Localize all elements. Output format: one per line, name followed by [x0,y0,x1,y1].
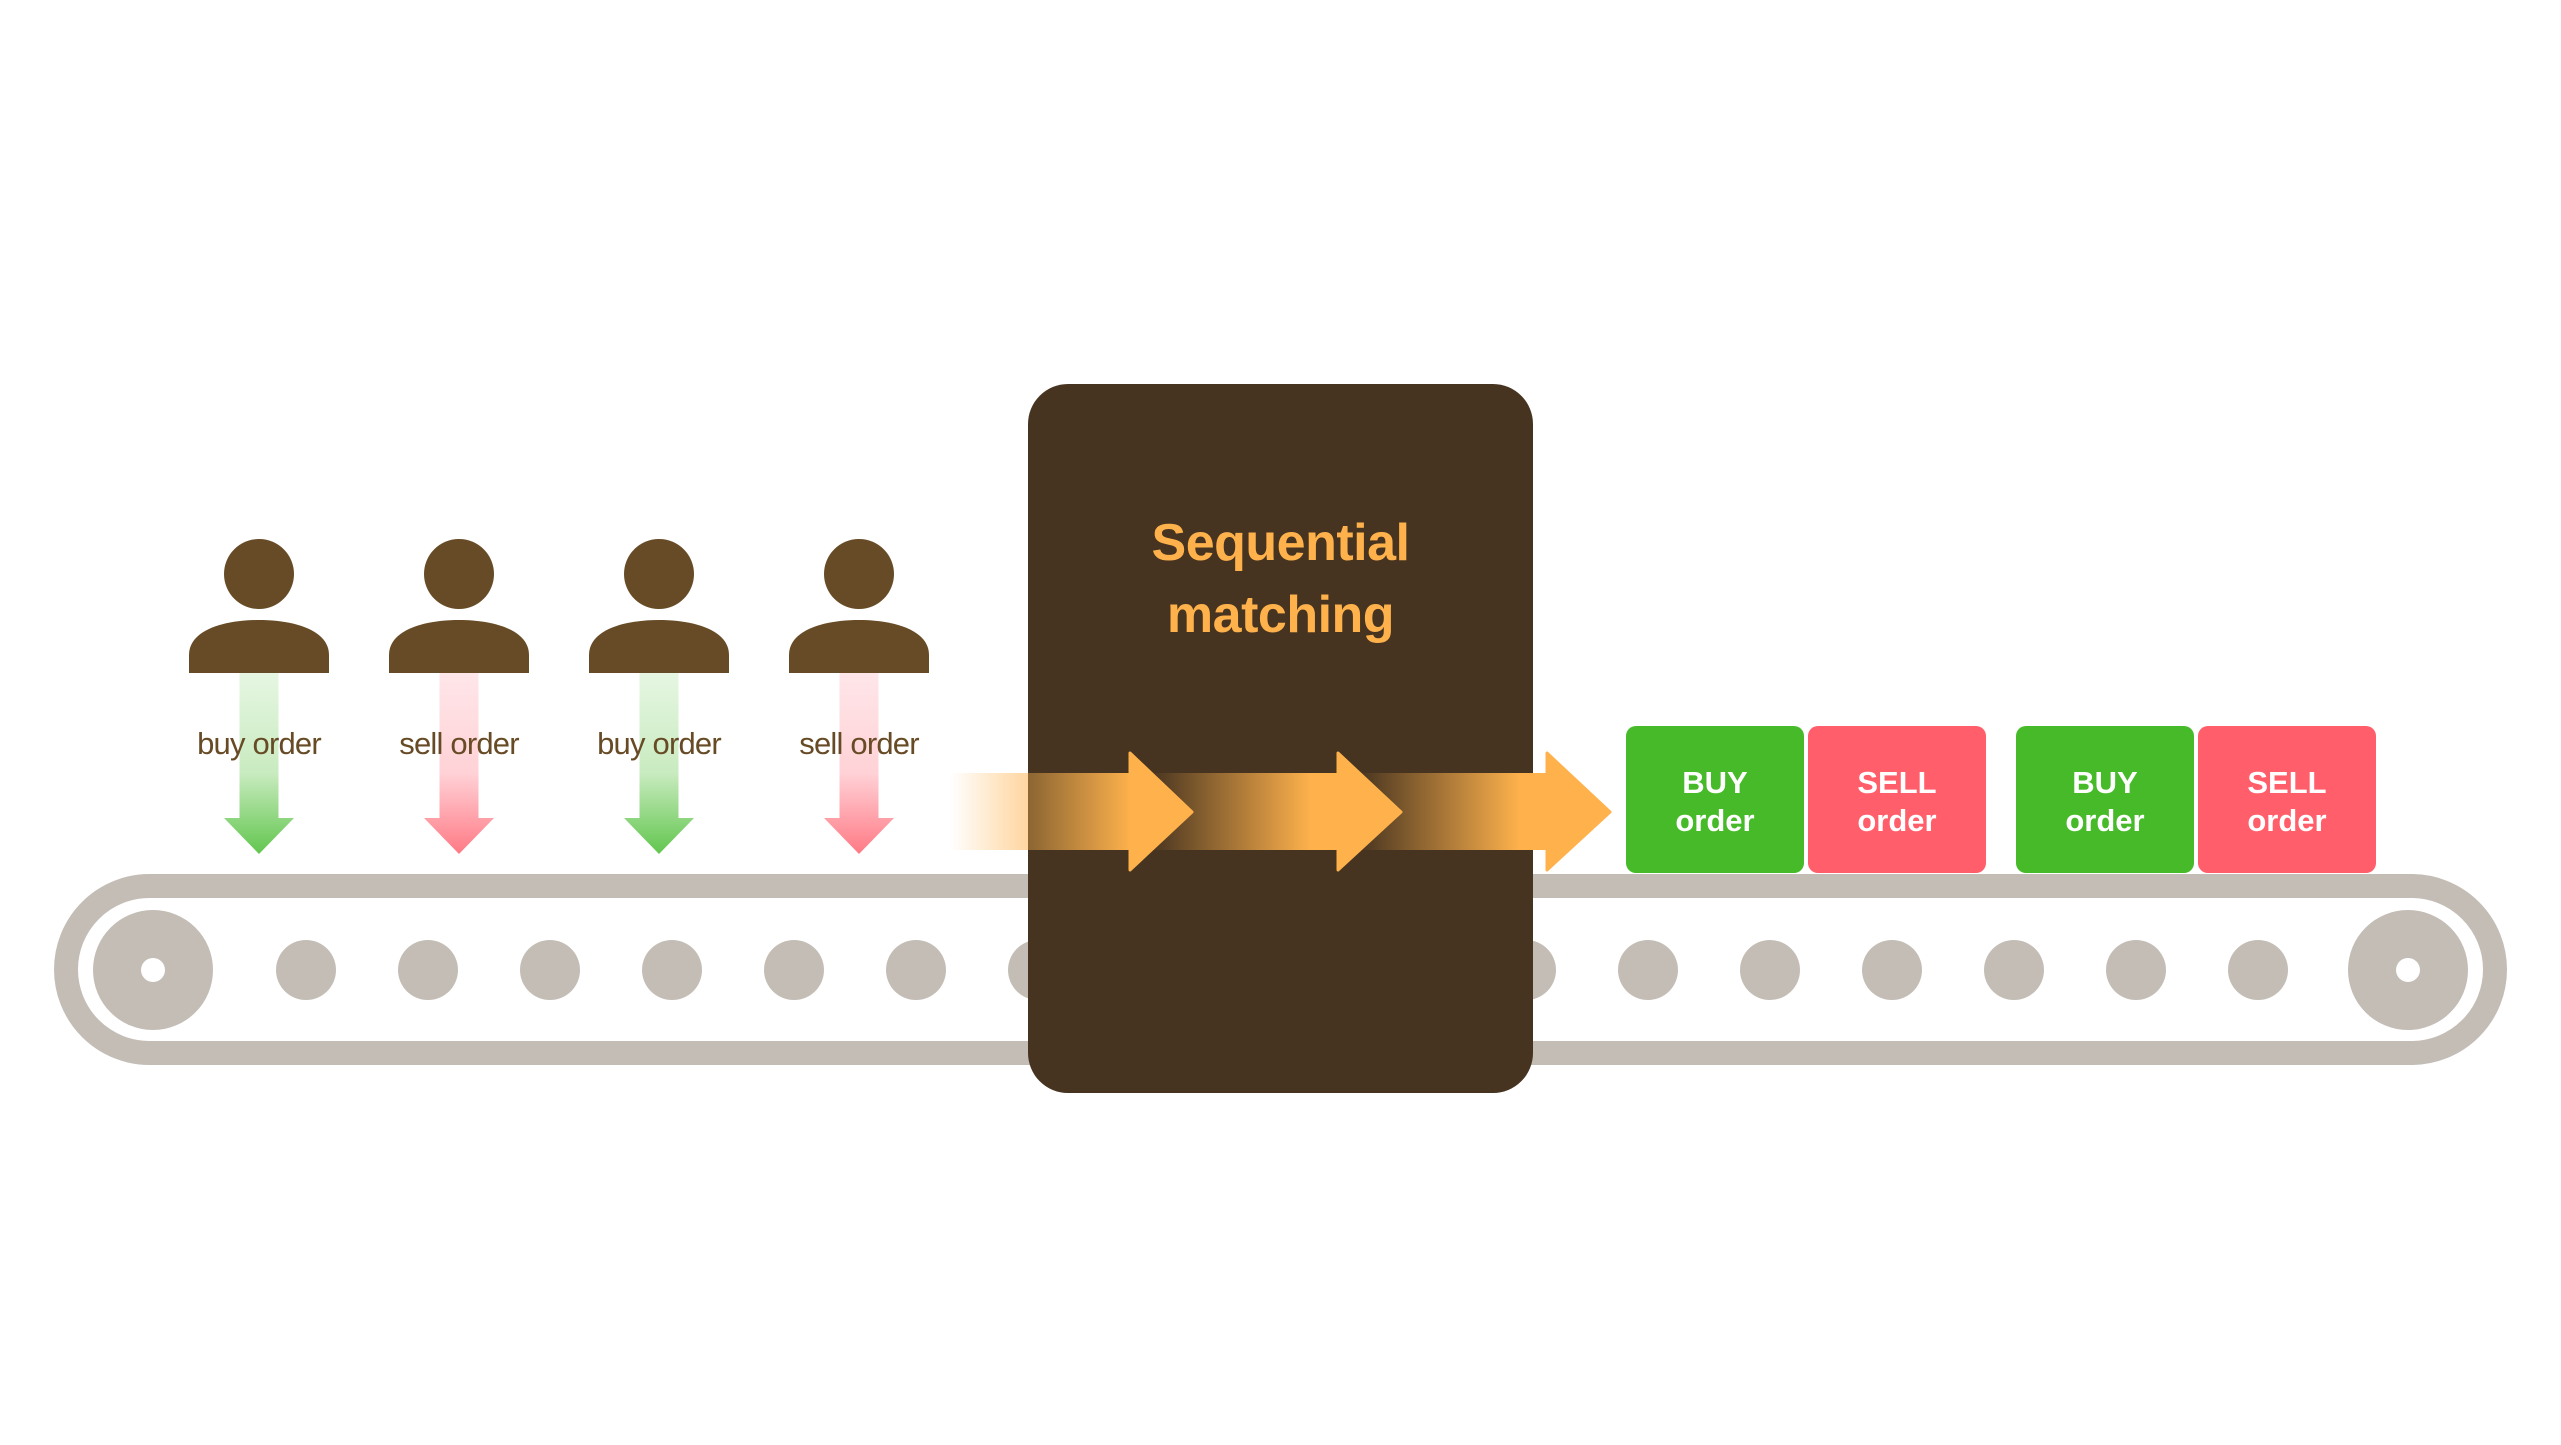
flow-band [1028,773,1132,850]
matcher-box [1028,384,1533,1093]
conveyor-roller [886,940,946,1000]
conveyor-roller [2228,940,2288,1000]
person-head [624,539,694,609]
buy-down-arrow-icon [624,673,694,854]
wheel-axle [2396,958,2420,982]
conveyor-roller [2106,940,2166,1000]
conveyor-roller [1862,940,1922,1000]
order-side-label: BUY [2072,765,2138,800]
flow-arrowhead-icon [1128,751,1194,872]
trader-sell-4: sell order [789,539,929,854]
person-head [224,539,294,609]
order-side-label: BUY [1682,765,1748,800]
traders: buy order sell order buy order sell order [189,539,929,854]
order-side-label: SELL [2247,765,2326,800]
sell-order-box [2198,726,2376,873]
order-type-label: order [2065,803,2144,838]
order-label: sell order [799,726,919,761]
conveyor-end-wheels [93,910,2468,1030]
sell-down-arrow-icon [424,673,494,854]
conveyor-wheel-icon [2348,910,2468,1030]
matcher-title-line1: Sequential [1152,514,1410,572]
flow-arrowhead-icon [1545,751,1612,872]
order-side-label: SELL [1857,765,1936,800]
conveyor-wheel-icon [93,910,213,1030]
order-type-label: order [2247,803,2326,838]
person-body [189,620,329,673]
flow-band-exit [1533,773,1549,850]
matcher-title-line2: matching [1167,586,1394,644]
conveyor-roller [1618,940,1678,1000]
person-body [789,620,929,673]
order-label: sell order [399,726,519,761]
conveyor-roller [642,940,702,1000]
person-body [389,620,529,673]
conveyor-roller [1740,940,1800,1000]
person-head [824,539,894,609]
conveyor-roller [276,940,336,1000]
trader-buy-3: buy order [589,539,729,854]
trader-sell-2: sell order [389,539,529,854]
order-type-label: order [1675,803,1754,838]
buy-order-box [2016,726,2194,873]
person-icon [389,539,529,673]
flow-arrows [1028,751,1612,872]
buy-down-arrow-icon [224,673,294,854]
sequential-matching-engine: Sequential matching [1028,384,1533,1093]
conveyor-roller [520,940,580,1000]
sell-down-arrow-icon [824,673,894,854]
buy-order-box [1626,726,1804,873]
person-head [424,539,494,609]
person-icon [189,539,329,673]
conveyor-roller [764,940,824,1000]
trader-buy-1: buy order [189,539,329,854]
incoming-flow-band [950,773,1030,850]
sell-order-box [1808,726,1986,873]
order-label: buy order [197,726,321,761]
person-icon [589,539,729,673]
order-label: buy order [597,726,721,761]
order-type-label: order [1857,803,1936,838]
wheel-axle [141,958,165,982]
person-icon [789,539,929,673]
flow-arrowhead-icon [1336,751,1403,872]
conveyor-roller [398,940,458,1000]
person-body [589,620,729,673]
conveyor-roller [1984,940,2044,1000]
